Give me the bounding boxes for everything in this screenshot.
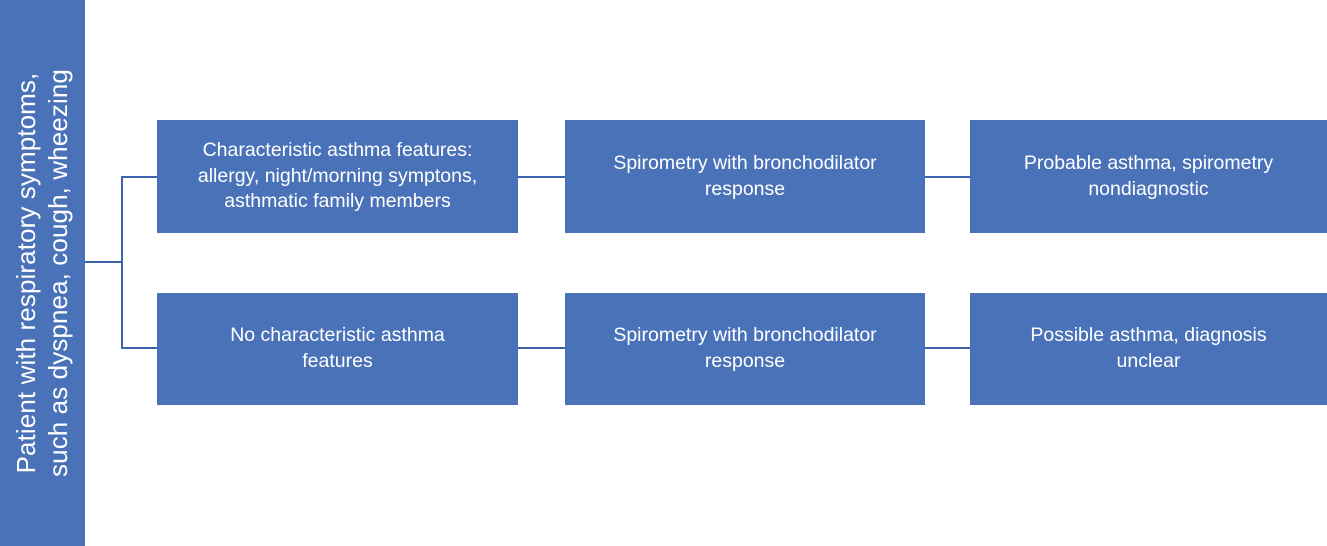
entry-banner-label: Patient with respiratory symptoms, such … xyxy=(10,69,73,477)
entry-banner: Patient with respiratory symptoms, such … xyxy=(0,0,85,546)
node-possible-asthma-diagnosis-unclear[interactable]: Possible asthma, diagnosis unclear xyxy=(970,293,1327,405)
node-characteristic-asthma-features[interactable]: Characteristic asthma features: allergy,… xyxy=(157,120,518,233)
node-probable-asthma-spirometry-nondiagnostic[interactable]: Probable asthma, spirometry nondiagnosti… xyxy=(970,120,1327,233)
connector-row2-node1-to-node2 xyxy=(518,347,566,349)
entry-banner-rotation-wrapper: Patient with respiratory symptoms, such … xyxy=(0,0,85,546)
node-spirometry-bronchodilator-row2[interactable]: Spirometry with bronchodilator response xyxy=(565,293,925,405)
connector-row2-node2-to-node3 xyxy=(925,347,971,349)
node-spirometry-bronchodilator-row1[interactable]: Spirometry with bronchodilator response xyxy=(565,120,925,233)
connector-row1-node1-to-node2 xyxy=(518,176,566,178)
connector-row1-node2-to-node3 xyxy=(925,176,971,178)
node-no-characteristic-asthma-features[interactable]: No characteristic asthma features xyxy=(157,293,518,405)
connector-branch-to-row1 xyxy=(121,176,158,178)
connector-branch-stem xyxy=(121,177,123,349)
connector-branch-to-row2 xyxy=(121,347,158,349)
connector-banner-to-branch xyxy=(85,261,123,263)
